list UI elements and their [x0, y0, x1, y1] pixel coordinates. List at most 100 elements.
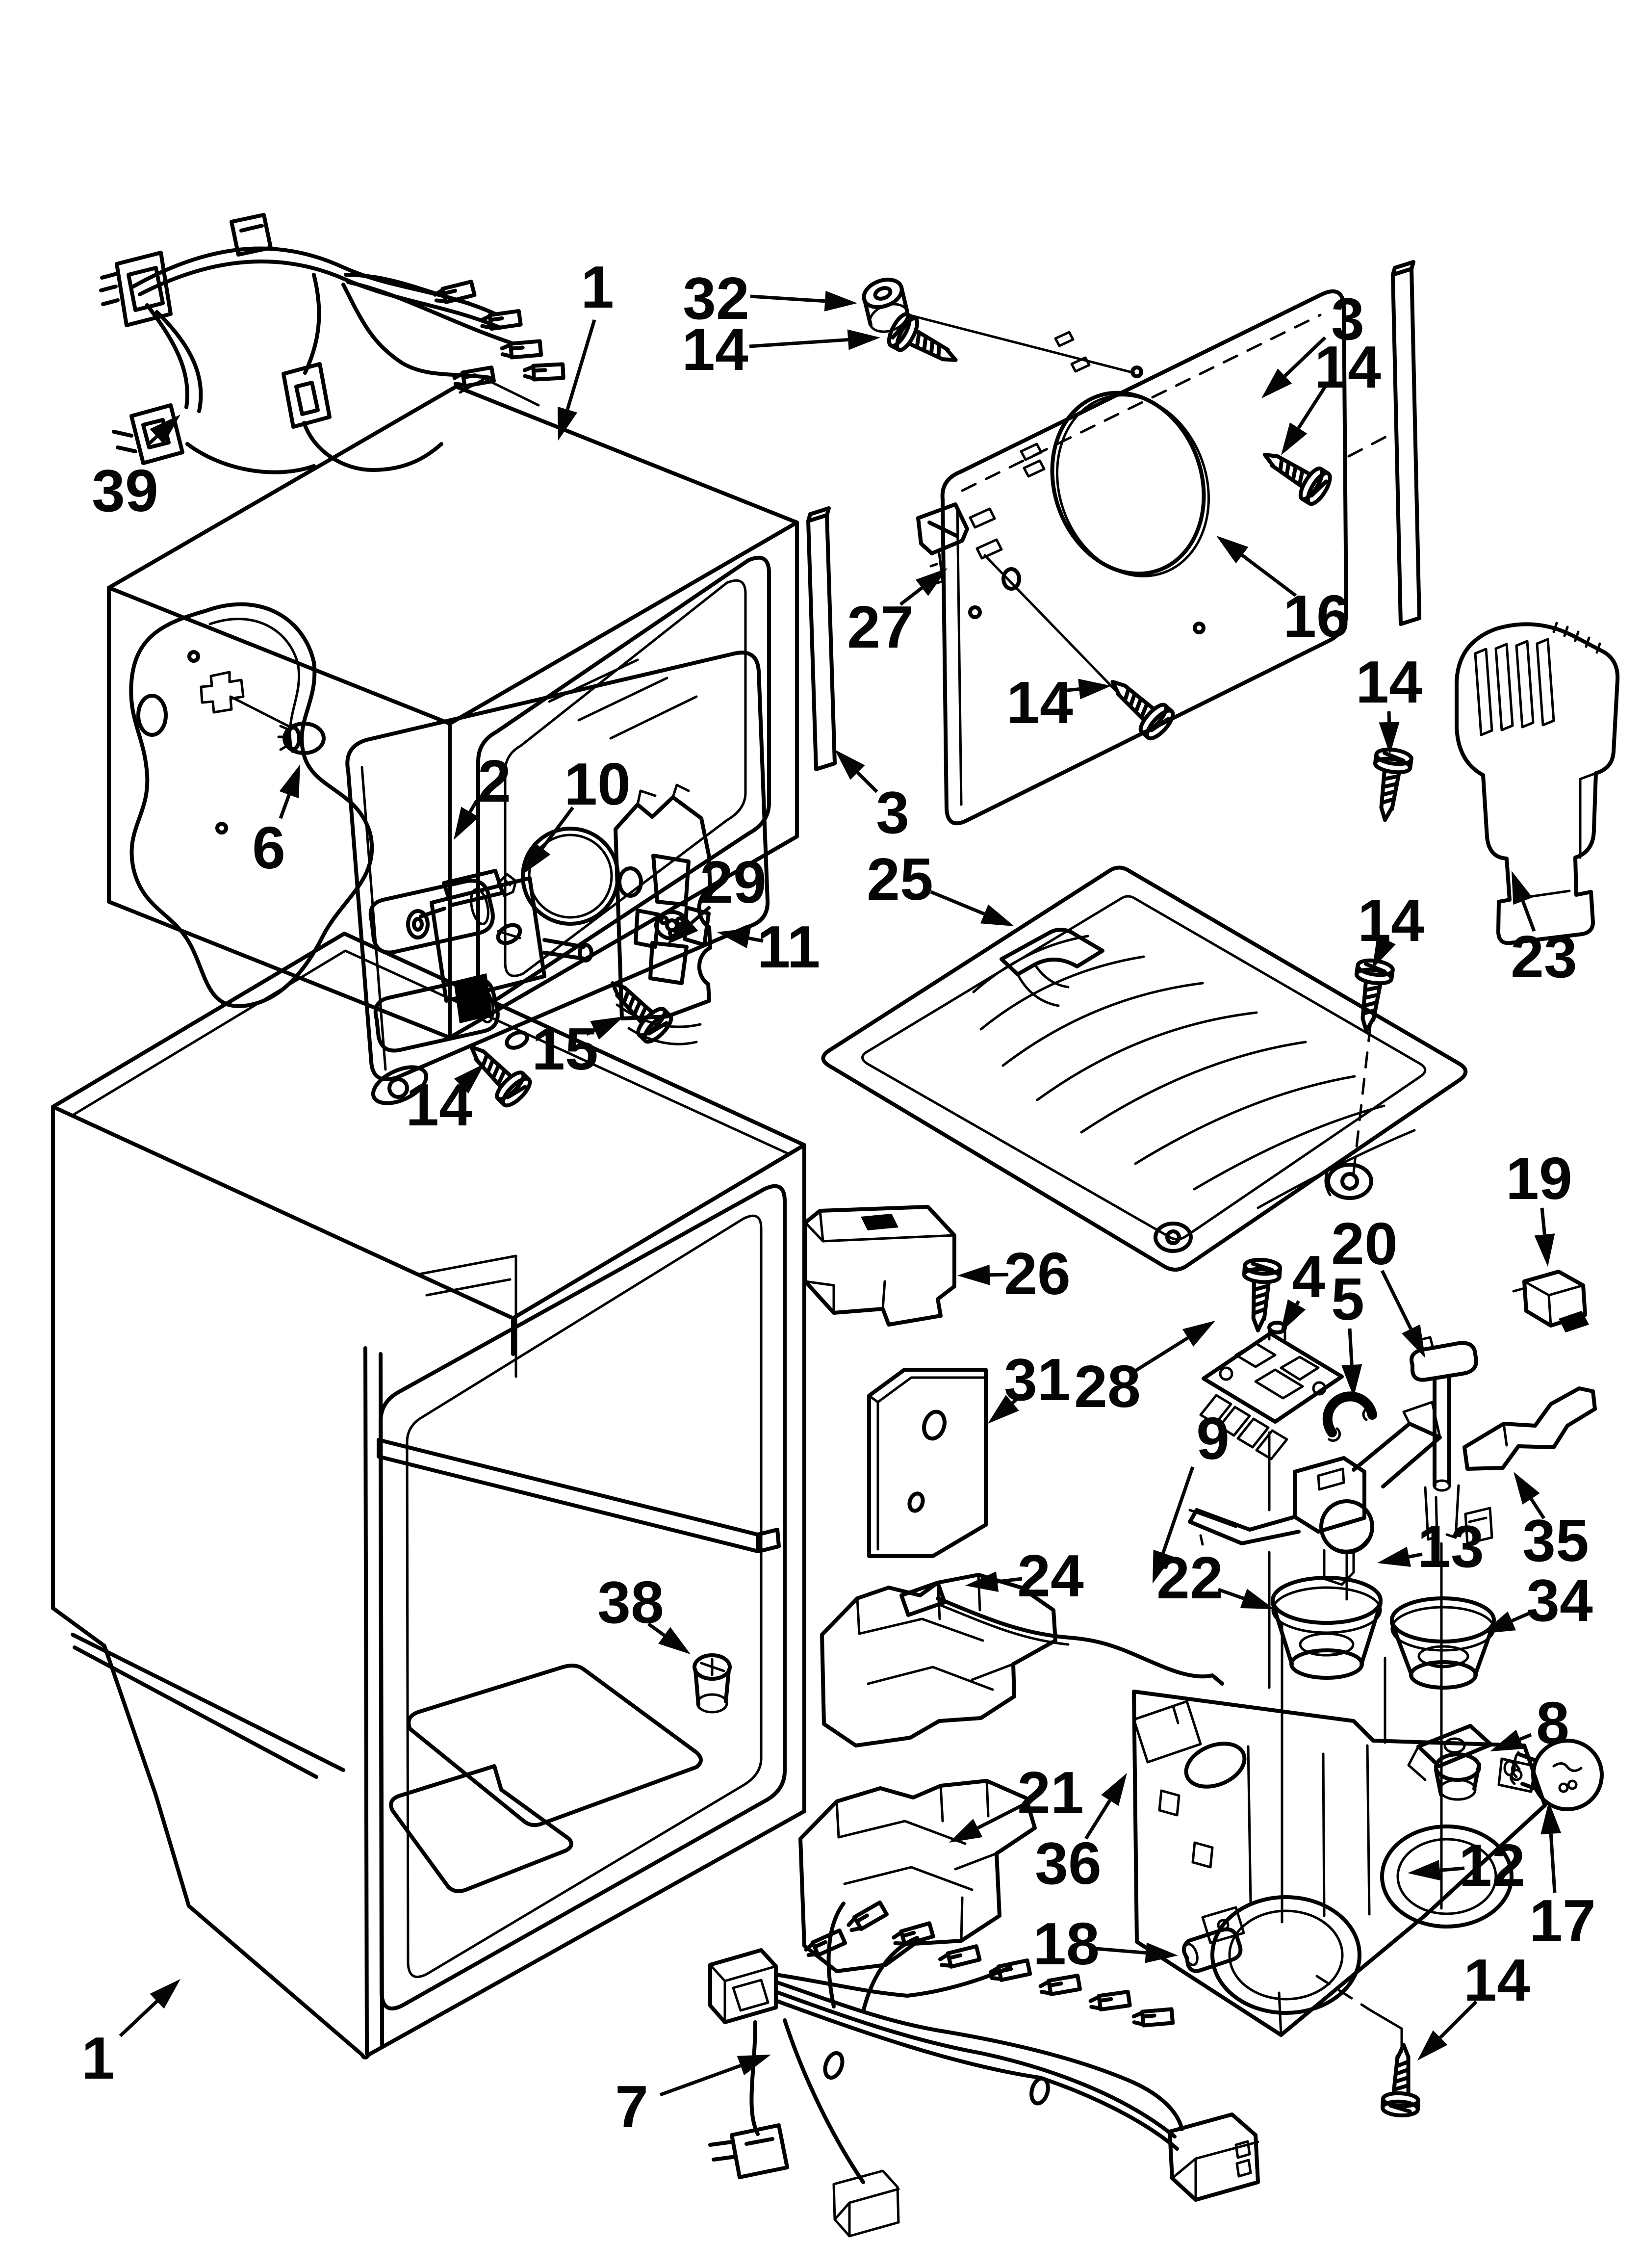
screw-28: [1240, 1259, 1281, 1332]
callout-arrow-line: [146, 435, 158, 447]
callout-13-29: 13: [1377, 1513, 1484, 1580]
callout-22-32: 22: [1156, 1544, 1274, 1611]
callout-4-24: 4: [1281, 1243, 1325, 1332]
callout-label-11: 11: [757, 913, 821, 980]
callout-3-4: 3: [1261, 286, 1364, 398]
callout-label-14: 14: [1314, 334, 1381, 400]
screw-14-top: [885, 311, 964, 375]
callout-14-3: 14: [682, 316, 880, 383]
callout-arrow-line: [1241, 553, 1297, 597]
air-duct-24: [820, 1573, 1057, 1747]
wiring-harness-bottom: [708, 1903, 1260, 2238]
callout-label-1: 1: [81, 2025, 115, 2091]
callout-12-38: 12: [1408, 1832, 1525, 1899]
callout-18-37: 18: [1033, 1910, 1178, 1977]
callout-arrow-head: [1341, 1364, 1362, 1397]
mounting-plate-31: [867, 1368, 988, 1558]
power-plug: [708, 2123, 789, 2179]
callout-arrow-head: [737, 2055, 771, 2076]
callout-15-15: 15: [532, 1016, 624, 1082]
callout-arrow-head: [1514, 1472, 1540, 1505]
refrigerator-liner: [51, 932, 806, 2059]
freezer-liner: [107, 377, 799, 1040]
callout-arrow-head: [523, 842, 551, 874]
callout-label-16: 16: [1283, 583, 1350, 650]
air-duct-21: [798, 1779, 1037, 1973]
callout-label-19: 19: [1506, 1145, 1572, 1212]
breaker-strip-left: [806, 506, 837, 771]
callout-label-29: 29: [700, 849, 767, 915]
callout-arrow-line: [1133, 1336, 1189, 1373]
callout-1-1: 1: [557, 254, 614, 441]
callout-arrow-line: [647, 1622, 666, 1637]
callout-arrow-head: [980, 904, 1014, 926]
callout-arrow-head: [1281, 422, 1308, 455]
callout-label-14: 14: [682, 316, 748, 383]
callout-arrow-head: [915, 568, 948, 596]
callout-label-26: 26: [1004, 1240, 1071, 1307]
callout-arrow-head: [1408, 1860, 1441, 1881]
callout-arrow-head: [1372, 935, 1396, 969]
callout-arrow-head: [150, 415, 180, 444]
spec-label-36: [1132, 1700, 1202, 1764]
control-console-12: [1132, 1690, 1547, 2037]
callout-14-40: 14: [1417, 1947, 1530, 2060]
callout-1-42: 1: [81, 1979, 180, 2091]
callout-arrow-line: [1062, 687, 1079, 693]
callout-10-12: 10: [523, 751, 631, 874]
callout-label-20: 20: [1331, 1210, 1398, 1277]
callout-label-28: 28: [1074, 1353, 1141, 1420]
callout-label-14: 14: [1358, 887, 1424, 954]
liner-gasket: [129, 602, 374, 1008]
callout-label-39: 39: [92, 457, 158, 524]
callout-label-24: 24: [1017, 1542, 1084, 1609]
callout-arrow-line: [1511, 1610, 1533, 1623]
callout-label-8: 8: [1536, 1690, 1569, 1756]
callout-label-14: 14: [1356, 649, 1422, 715]
callout-arrow-line: [1297, 383, 1329, 429]
callout-26-21: 26: [957, 1240, 1071, 1307]
light-cup-34: [1390, 1596, 1496, 1690]
evaporator-bracket: [521, 783, 712, 1020]
callout-label-4: 4: [1292, 1243, 1325, 1310]
callout-label-36: 36: [1035, 1830, 1102, 1897]
callout-23-10: 23: [1511, 871, 1577, 990]
callout-arrow-head: [1540, 1801, 1562, 1835]
callout-32-2: 32: [683, 265, 857, 332]
callout-2-11: 2: [454, 748, 511, 840]
callout-arrow-head: [590, 1017, 624, 1040]
callout-label-14: 14: [1006, 669, 1073, 736]
callout-label-6: 6: [252, 814, 285, 881]
callout-21-35: 21: [949, 1759, 1084, 1843]
air-duct-23: [1454, 622, 1620, 945]
callout-arrow-line: [1283, 336, 1327, 377]
lamp-socket-8: [1407, 1724, 1493, 1801]
screw-14-right-top: [1256, 440, 1334, 507]
breaker-strip-right: [1391, 260, 1421, 626]
callout-label-23: 23: [1511, 923, 1577, 990]
callout-label-22: 22: [1156, 1544, 1223, 1611]
callout-label-38: 38: [597, 1569, 664, 1636]
callout-arrow-line: [856, 771, 878, 793]
callout-24-34: 24: [965, 1542, 1084, 1609]
callout-label-3: 3: [1331, 286, 1364, 352]
callout-arrow-head: [847, 329, 880, 350]
callout-label-10: 10: [564, 751, 631, 817]
callout-arrow-head: [1534, 1233, 1555, 1267]
callout-arrow-head: [1490, 1729, 1524, 1751]
callout-arrow-line: [748, 936, 764, 943]
callout-28-23: 28: [1074, 1321, 1215, 1420]
c-clip-5: [1322, 1391, 1377, 1442]
callout-14-9: 14: [1356, 649, 1422, 755]
callout-arrow-head: [667, 915, 698, 944]
callout-arrow-head: [1512, 871, 1533, 905]
callout-label-14: 14: [1463, 1947, 1530, 2013]
wiring-harness-top: [99, 213, 564, 474]
callout-arrow-line: [540, 806, 574, 850]
callout-arrow-head: [1261, 368, 1292, 398]
callout-arrow-line: [1217, 1588, 1244, 1600]
callout-arrow-head: [949, 1819, 983, 1843]
callout-arrow-line: [1439, 2000, 1478, 2039]
harness-connector: [99, 251, 173, 327]
callout-9-28: 9: [1153, 1405, 1230, 1584]
